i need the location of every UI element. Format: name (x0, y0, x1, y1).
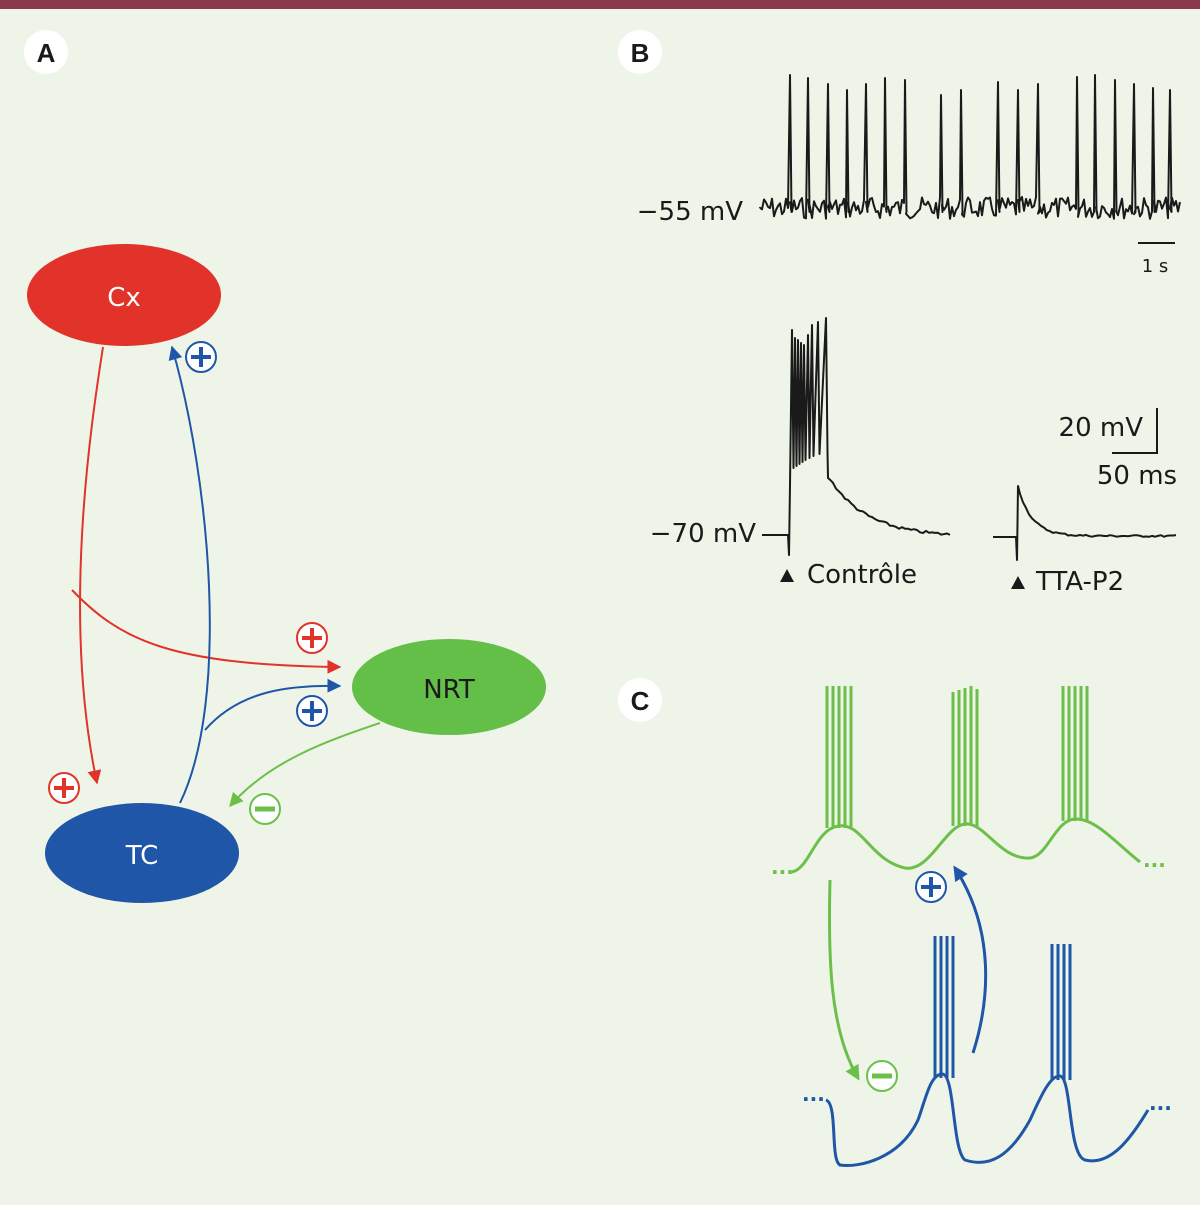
nrt-to-tc-arrow (229, 722, 381, 808)
top-trace (759, 74, 1181, 220)
plus-sign-icon (296, 622, 328, 654)
nrt-node (352, 639, 546, 735)
panel-a: A Cx NRT TC (24, 30, 546, 903)
blue-trace (825, 1072, 1150, 1167)
panel-b-letter: B (631, 38, 650, 68)
triangle-up-icon (1011, 576, 1025, 589)
green-trace-ellipsis-right: ··· (1143, 853, 1166, 877)
panel-b: B −55 mV 1 s −70 mV 20 mV 50 ms Contrôle… (618, 30, 1181, 597)
nrt-node-label: NRT (423, 675, 475, 705)
top-bar (0, 0, 1200, 9)
panel-c: C ··· ··· ··· ··· (618, 678, 1172, 1167)
green-spike-bursts (825, 686, 1089, 828)
tc-to-nrt-arrow (204, 678, 342, 731)
cx-node-label: Cx (107, 283, 141, 313)
blue-spike-bursts (933, 936, 1072, 1080)
control-condition-label: Contrôle (807, 560, 917, 590)
control-trace (762, 317, 951, 556)
blue-trace-ellipsis-right: ··· (1149, 1096, 1172, 1120)
panel-c-letter: C (631, 686, 650, 716)
panel-b-badge (618, 30, 662, 74)
top-time-scale-label: 1 s (1142, 256, 1169, 277)
plus-sign-icon (296, 695, 328, 727)
cx-node (27, 244, 221, 346)
minus-sign-icon (866, 1060, 898, 1092)
cx-to-tc-arrow (79, 346, 104, 785)
time-scale-label: 50 ms (1097, 461, 1177, 491)
tta-p2-trace (993, 485, 1177, 561)
panel-a-badge (24, 30, 68, 74)
minus-sign-icon (249, 793, 281, 825)
triangle-up-icon (780, 569, 794, 582)
tc-to-cx-arrow (168, 345, 211, 804)
drug-condition-label: TTA-P2 (1035, 567, 1124, 597)
voltage-scale-label: 20 mV (1059, 413, 1144, 443)
voltage-time-scale-bar (1112, 408, 1158, 454)
plus-sign-icon (915, 871, 947, 903)
panel-c-badge (618, 678, 662, 722)
nrt-to-tc-inhibition-arrow (827, 879, 860, 1081)
tc-to-nrt-excitation-arrow (953, 865, 988, 1054)
cx-to-nrt-arrow (71, 589, 342, 674)
plus-sign-icon (48, 772, 80, 804)
tc-node-label: TC (125, 841, 159, 871)
plus-sign-icon (185, 341, 217, 373)
blue-trace-ellipsis-left: ··· (802, 1087, 825, 1111)
tc-node (45, 803, 239, 903)
bottom-trace-voltage-label: −70 mV (650, 519, 756, 549)
green-trace-ellipsis-left: ··· (771, 860, 794, 884)
top-trace-voltage-label: −55 mV (637, 197, 743, 227)
panel-a-letter: A (37, 38, 56, 68)
